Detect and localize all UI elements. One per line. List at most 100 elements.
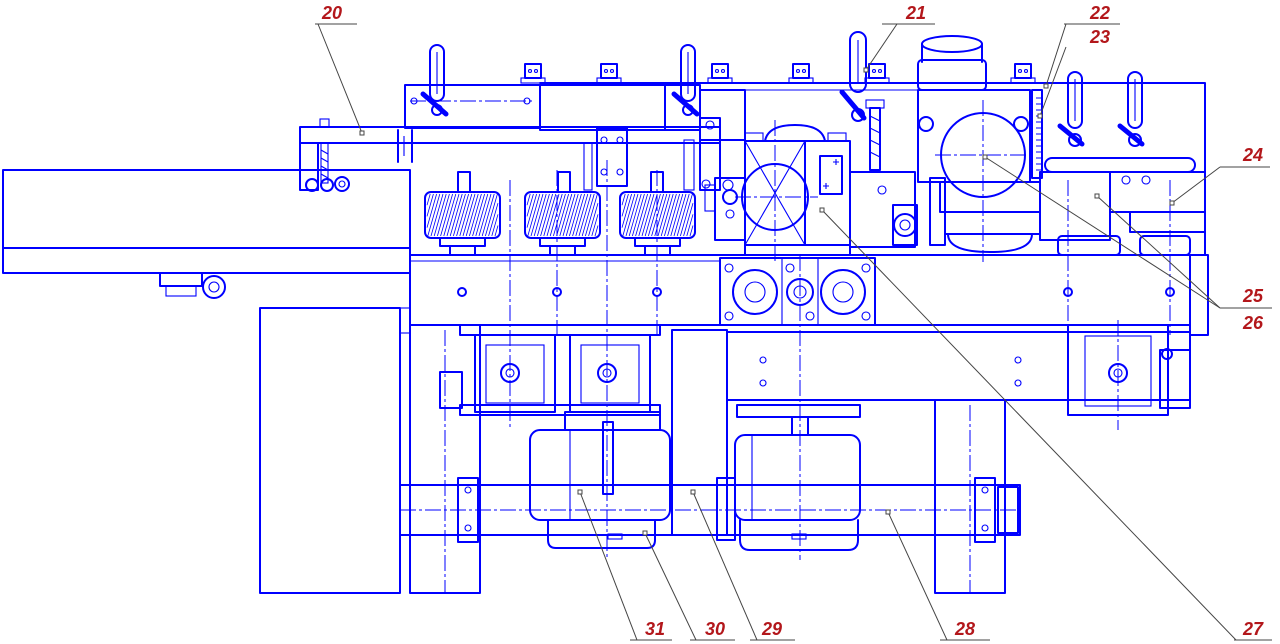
top-frame-post xyxy=(699,89,746,141)
gearbox-shaft-bore xyxy=(1113,368,1123,378)
bracket-bolt xyxy=(981,524,989,532)
roller-hatch-line xyxy=(569,193,582,237)
roller-post xyxy=(457,171,471,193)
roller-hatch-line xyxy=(660,193,674,237)
top-bolt-blocks xyxy=(520,63,1036,84)
roller-hatch-line xyxy=(644,193,658,237)
roller-hatch-line xyxy=(426,193,437,228)
feed-drive-gear xyxy=(165,285,197,297)
roller-hatch-line xyxy=(446,193,460,237)
callout-label: 20 xyxy=(321,3,342,23)
callout-label: 24 xyxy=(1242,145,1263,165)
bearing-right-bore xyxy=(832,281,854,303)
roller-hatch-line xyxy=(488,202,499,237)
spindle-head xyxy=(704,124,946,256)
roller-hatch xyxy=(526,193,599,237)
callout-leader xyxy=(317,23,363,134)
height-scale-ticks xyxy=(1036,97,1042,171)
roller-flange xyxy=(539,237,586,247)
callout-leader xyxy=(579,491,638,641)
feed-table-body xyxy=(2,169,411,274)
bolt-block-dot xyxy=(795,68,801,74)
roller-hatch-line xyxy=(426,193,431,206)
callout-23: 23 xyxy=(1037,27,1110,119)
callout-point xyxy=(577,489,583,495)
roller-hatch-line xyxy=(654,193,668,237)
bolt-block-head xyxy=(868,63,886,79)
adjust-lever xyxy=(420,44,449,117)
frame-bolt xyxy=(652,287,662,297)
callout-label: 30 xyxy=(705,619,725,639)
roller-hatch-line xyxy=(553,193,566,237)
roller-hatch-line xyxy=(676,193,690,237)
roller-hatch-line xyxy=(459,193,473,237)
cross-beam-bracket xyxy=(974,477,996,543)
bearing-right xyxy=(820,269,866,315)
callout-leader xyxy=(1096,195,1221,309)
frame-end-plate xyxy=(1189,254,1209,336)
bolt-block-head xyxy=(711,63,729,79)
spindle-base xyxy=(744,244,851,256)
roller-hatch-line xyxy=(565,193,579,237)
roller-hatch-line xyxy=(594,225,599,237)
adjust-lever xyxy=(671,44,700,117)
callout-point xyxy=(1043,83,1049,89)
spindle-side-gear-wheel xyxy=(722,189,738,205)
callout-point xyxy=(642,530,648,536)
frame-bolt xyxy=(759,379,767,387)
bolt-block-dot xyxy=(871,68,877,74)
roller-hatch-line xyxy=(621,193,632,228)
bolt-block xyxy=(520,63,546,84)
callout-leader xyxy=(887,511,948,641)
callout-label: 25 xyxy=(1242,286,1264,306)
feed-drive-housing xyxy=(159,272,203,287)
callout-leader xyxy=(1045,23,1067,87)
callout-31: 31 xyxy=(577,489,672,641)
frame-bolt xyxy=(759,356,767,364)
gearbox xyxy=(474,334,556,413)
roller-hatch-line xyxy=(526,193,531,206)
spindle-motor-flange xyxy=(736,404,861,418)
bolt-block-dot xyxy=(801,68,807,74)
adjust-slot-link xyxy=(1067,71,1083,129)
bolt-block-dot xyxy=(714,68,720,74)
adjust-lever xyxy=(1117,71,1145,147)
spindle-ear xyxy=(827,132,847,142)
gearbox-shaft-bore xyxy=(505,368,515,378)
gearbox-shaft xyxy=(1108,363,1128,383)
height-screw-thread xyxy=(869,115,881,158)
bolt-block-base xyxy=(1010,77,1036,84)
frame-bolt xyxy=(1165,287,1175,297)
adjust-lever-pivot xyxy=(1068,133,1082,147)
bracket-bolt xyxy=(981,486,989,494)
fence-rail-end-bolt xyxy=(701,179,711,189)
height-screw-cap xyxy=(865,99,885,109)
roller-hatch-line xyxy=(621,193,629,217)
roller-hatch-line xyxy=(526,193,534,217)
spindle-top-cap xyxy=(764,124,826,142)
roller-hatch-line xyxy=(440,193,453,237)
feed-roller xyxy=(619,171,696,256)
bolt-block xyxy=(596,63,622,84)
roller-hatch-line xyxy=(680,193,693,237)
gearbox-inner xyxy=(485,344,545,404)
fence-stop-mark xyxy=(397,129,413,163)
roller-hatch-line xyxy=(689,225,694,237)
carriage-pin xyxy=(410,97,418,105)
roller-hatch-line xyxy=(575,193,589,237)
roller-hub xyxy=(549,245,576,256)
center-column xyxy=(671,329,728,536)
frame-bolt xyxy=(1063,287,1073,297)
callout-leader xyxy=(692,491,758,641)
roller-hatch-line xyxy=(664,193,677,237)
bolt-block-dot xyxy=(720,68,726,74)
bolt-block xyxy=(788,63,814,84)
feed-roller xyxy=(524,171,601,256)
fence-clamp-nut xyxy=(305,178,319,192)
carriage-pin xyxy=(523,97,531,105)
main-frame xyxy=(409,254,1209,401)
roller-hatch-line xyxy=(475,193,489,237)
adjust-slot-link xyxy=(1127,71,1143,129)
spindle-drive-wheel xyxy=(893,213,917,237)
mount-bolt xyxy=(616,136,624,144)
